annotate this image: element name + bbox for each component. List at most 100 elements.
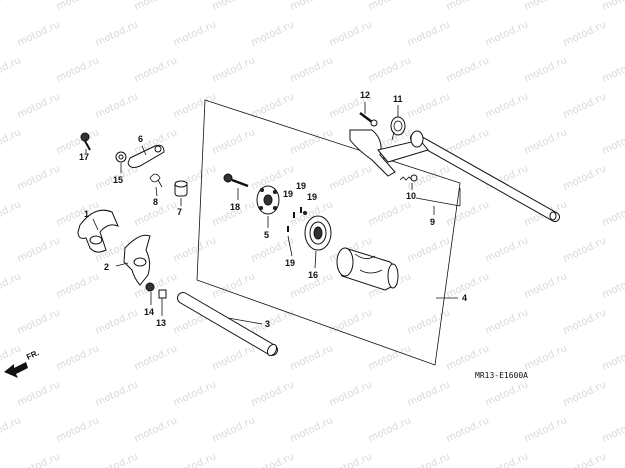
watermark-text: motod.ru — [0, 271, 23, 300]
watermark-text: motod.ru — [601, 199, 625, 228]
watermark-text: motod.ru — [484, 91, 530, 120]
watermark-text: motod.ru — [211, 127, 257, 156]
watermark-text: motod.ru — [16, 235, 62, 264]
watermark-text: motod.ru — [172, 379, 218, 408]
watermark-text: motod.ru — [562, 91, 608, 120]
watermark-text: motod.ru — [523, 127, 569, 156]
watermark-text: motod.ru — [289, 127, 335, 156]
watermark-text: motod.ru — [211, 0, 257, 13]
watermark-text: motod.ru — [250, 451, 296, 468]
watermark-text: motod.ru — [562, 379, 608, 408]
watermark-text: motod.ru — [601, 271, 625, 300]
spring-10 — [399, 174, 418, 182]
watermark-text: motod.ru — [523, 343, 569, 372]
watermark-text: motod.ru — [16, 91, 62, 120]
watermark-text: motod.ru — [289, 0, 335, 13]
watermark-text: motod.ru — [328, 307, 374, 336]
watermark-text: motod.ru — [445, 127, 491, 156]
watermark-text: motod.ru — [16, 19, 62, 48]
watermark-text: motod.ru — [445, 55, 491, 84]
watermark-text: motod.ru — [406, 91, 452, 120]
watermark-text: motod.ru — [367, 415, 413, 444]
part-label-13: 13 — [156, 318, 166, 328]
part-label-1: 1 — [84, 209, 89, 219]
watermark-text: motod.ru — [601, 0, 625, 13]
watermark-text: motod.ru — [445, 271, 491, 300]
part-label-19a: 19 — [283, 189, 293, 199]
part-label-19c: 19 — [307, 192, 317, 202]
watermark-text: motod.ru — [328, 19, 374, 48]
watermark-text: motod.ru — [445, 415, 491, 444]
watermark-text: motod.ru — [562, 451, 608, 468]
watermark-text: motod.ru — [211, 55, 257, 84]
watermark-text: motod.ru — [367, 343, 413, 372]
watermark-text: motod.ru — [172, 451, 218, 468]
watermark-text: motod.ru — [406, 235, 452, 264]
watermark-text: motod.ru — [250, 307, 296, 336]
bolt-13 — [158, 289, 167, 306]
part-label-19d: 19 — [285, 258, 295, 268]
watermark-text: motod.ru — [94, 19, 140, 48]
watermark-text: motod.ru — [94, 307, 140, 336]
watermark-text: motod.ru — [133, 0, 179, 13]
shift-fork-2 — [123, 234, 151, 286]
watermark-text: motod.ru — [0, 127, 23, 156]
watermark-text: motod.ru — [133, 343, 179, 372]
watermark-text: motod.ru — [55, 0, 101, 13]
watermark-text: motod.ru — [484, 451, 530, 468]
part-label-5: 5 — [264, 230, 269, 240]
watermark-text: motod.ru — [289, 343, 335, 372]
bolt-18 — [223, 173, 249, 188]
collar-7 — [174, 180, 188, 197]
watermark-text: motod.ru — [172, 19, 218, 48]
watermark-text: motod.ru — [172, 91, 218, 120]
watermark-text: motod.ru — [484, 307, 530, 336]
watermark-text: motod.ru — [601, 55, 625, 84]
watermark-text: motod.ru — [94, 91, 140, 120]
shift-fork-1 — [77, 209, 119, 253]
watermark-text: motod.ru — [562, 163, 608, 192]
watermark-text: motod.ru — [55, 343, 101, 372]
diagram-code: MR13-E1600A — [475, 371, 528, 380]
watermark-text: motod.ru — [562, 19, 608, 48]
watermark-text: motod.ru — [328, 451, 374, 468]
shift-fork-shaft — [177, 292, 278, 357]
watermark-text: motod.ru — [367, 55, 413, 84]
part-label-17: 17 — [79, 152, 89, 162]
watermark-text: motod.ru — [484, 19, 530, 48]
watermark-text: motod.ru — [367, 199, 413, 228]
part-label-16: 16 — [308, 270, 318, 280]
part-number-labels: 1 2 3 4 5 6 7 8 9 10 11 12 13 14 15 16 1… — [79, 90, 467, 329]
fork-pin-14 — [145, 282, 155, 292]
watermark-text: motod.ru — [406, 379, 452, 408]
watermark-text: motod.ru — [94, 451, 140, 468]
watermark-text: motod.ru — [250, 91, 296, 120]
watermark-text: motod.ru — [55, 415, 101, 444]
watermark-text: motod.ru — [445, 343, 491, 372]
watermark-text: motod.ru — [523, 415, 569, 444]
part-label-9: 9 — [430, 217, 435, 227]
watermark-text: motod.ru — [16, 451, 62, 468]
watermark-text: motod.ru — [16, 379, 62, 408]
watermark-text: motod.ru — [211, 343, 257, 372]
gearshift-drum-4 — [336, 247, 399, 291]
watermark-text: motod.ru — [601, 343, 625, 372]
watermark-text: motod.ru — [445, 199, 491, 228]
part-label-18: 18 — [230, 202, 240, 212]
watermark-text: motod.ru — [133, 415, 179, 444]
watermark-text: motod.ru — [16, 163, 62, 192]
watermark-text: motod.ru — [55, 55, 101, 84]
part-label-14: 14 — [144, 307, 154, 317]
shift-spindle-9 — [349, 129, 560, 222]
watermark-text: motod.ru — [367, 0, 413, 13]
watermark-text: motod.ru — [289, 415, 335, 444]
watermark-text: motod.ru — [445, 0, 491, 13]
watermark-text: motod.ru — [601, 415, 625, 444]
watermark-text: motod.ru — [0, 415, 23, 444]
part-label-7: 7 — [177, 207, 182, 217]
watermark-text: motod.ru — [523, 271, 569, 300]
watermark-text: motod.ru — [250, 379, 296, 408]
watermark-text: motod.ru — [250, 19, 296, 48]
watermark-text: motod.ru — [289, 55, 335, 84]
